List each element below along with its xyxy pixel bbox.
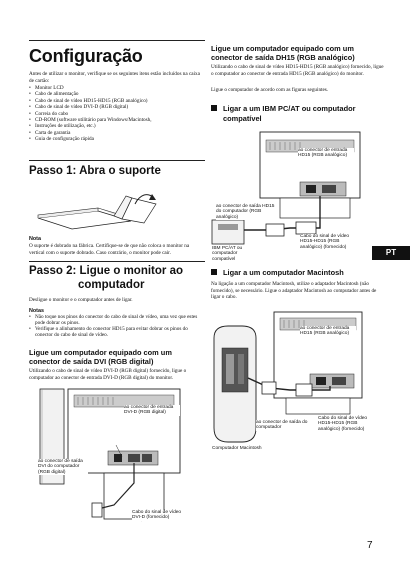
page-title: Configuração bbox=[29, 46, 143, 66]
step1-rule bbox=[29, 160, 205, 161]
mac-output-label: ao conector de saída do computador bbox=[256, 420, 310, 431]
list-item: Monitor LCD bbox=[29, 85, 205, 92]
ibm-heading-line1: Ligar a um IBM PC/AT ou computador bbox=[211, 104, 387, 113]
dvi-input-label: ao conector de entrada DVI-D (RGB digita… bbox=[124, 405, 180, 416]
mac-computer-label: Computador Macintosh bbox=[212, 446, 282, 452]
dvi-connection-diagram bbox=[39, 388, 181, 522]
step1-note-heading: Nota bbox=[29, 236, 41, 242]
list-item: Cabo de alimentação bbox=[29, 91, 205, 98]
dvi-cable-label: Cabo do sinal de vídeo DVI-D (fornecido) bbox=[132, 510, 184, 521]
dh15-text: Utilizando o cabo de sinal de vídeo HD15… bbox=[211, 64, 384, 77]
box-items-list: Monitor LCD Cabo de alimentação Cabo de … bbox=[29, 85, 205, 143]
list-item: Carta de garantia bbox=[29, 130, 205, 137]
list-item: Não toque nos pinos do conector do cabo … bbox=[29, 314, 205, 326]
dh15-heading: Ligue um computador equipado com um cone… bbox=[211, 44, 355, 62]
list-item: Cabo de sinal de vídeo HD15-HD15 (RGB an… bbox=[29, 98, 205, 105]
mac-heading: Ligar a um computador Macintosh bbox=[211, 268, 387, 277]
mac-input-label: ao conector de entrada HD15 (RGB analógi… bbox=[300, 326, 356, 337]
step2-title-line1: Passo 2: Ligue o monitor ao bbox=[29, 265, 183, 277]
dvi-heading: Ligue um computador equipado com um cone… bbox=[29, 348, 172, 366]
list-item: Verifique o alinhamento do conector HD15… bbox=[29, 326, 205, 338]
step2-intro: Desligue o monitor e o computador antes … bbox=[29, 297, 133, 303]
ibm-cable-label: Cabo do sinal de vídeo HD15-HD15 (RGB an… bbox=[300, 234, 362, 251]
step1-note-text: O suporte é dobrado na fábrica. Certifiq… bbox=[29, 243, 190, 256]
step1-title: Passo 1: Abra o suporte bbox=[29, 165, 161, 177]
dvi-text: Utilizando o cabo de sinal de vídeo DVI-… bbox=[29, 368, 187, 381]
dh15-text2: Ligue o computador de acordo com as figu… bbox=[211, 87, 329, 93]
ibm-input-label: ao conector de entrada HD15 (RGB analógi… bbox=[298, 148, 354, 159]
ibm-pc-label: IBM PC/AT ou computador compatível bbox=[212, 246, 260, 263]
ibm-connection-diagram bbox=[211, 131, 361, 245]
mac-cable-label: Cabo do sinal de vídeo HD15-HD15 (RGB an… bbox=[318, 416, 376, 433]
list-item: Cabo de sinal de vídeo DVI-D (RGB digita… bbox=[29, 104, 205, 111]
list-item: Correia do cabo bbox=[29, 111, 205, 118]
mac-text: Na ligação a um computador Macintosh, ut… bbox=[211, 281, 377, 301]
dvi-output-label: ao conector de saída DVI do computador (… bbox=[38, 459, 88, 476]
intro-text: Antes de utilizar o monitor, verifique s… bbox=[29, 71, 200, 84]
step2-title-line2: computador bbox=[78, 279, 145, 291]
list-item: Guia de configuração rápida bbox=[29, 136, 205, 143]
mac-connection-diagram bbox=[213, 311, 363, 443]
page-number: 7 bbox=[367, 540, 373, 551]
list-item: CD-ROM (software utilitário para Windows… bbox=[29, 117, 205, 124]
ibm-heading-line2: compatível bbox=[223, 114, 262, 123]
stand-illustration bbox=[37, 194, 157, 230]
step2-notes-list: Não toque nos pinos do conector do cabo … bbox=[29, 314, 205, 338]
ibm-output-label: ao conector de saída HD15 do computador … bbox=[216, 204, 276, 221]
step2-rule bbox=[29, 261, 205, 262]
list-item-continuation: Instruções de utilização, etc.) bbox=[29, 123, 205, 130]
language-tab: PT bbox=[372, 246, 410, 260]
title-rule bbox=[29, 40, 205, 41]
step2-notes-heading: Notas bbox=[29, 308, 44, 314]
